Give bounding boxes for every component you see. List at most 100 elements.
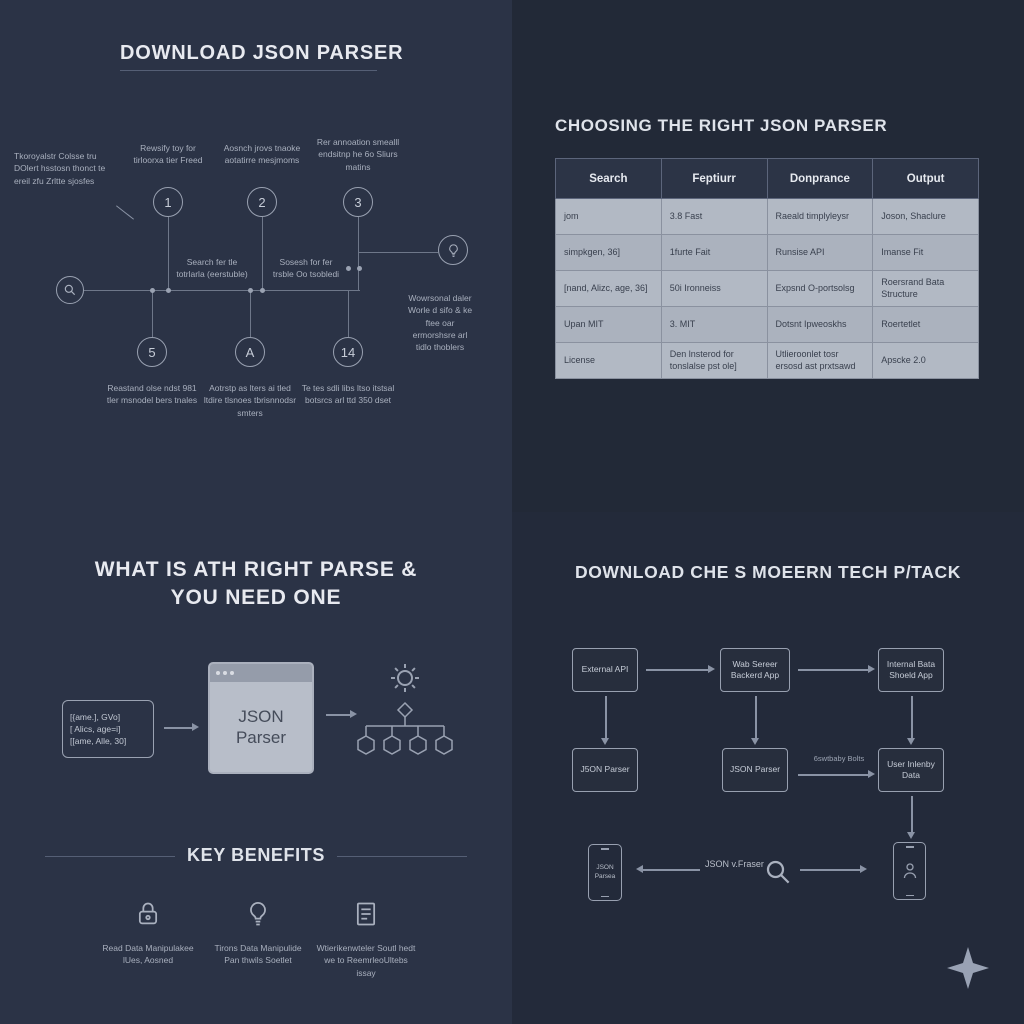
divider-line	[45, 856, 175, 857]
junction-dot	[260, 288, 265, 293]
connector-line	[358, 252, 438, 253]
gear-icon	[385, 658, 425, 703]
json-line: [{ame.], GVo]	[70, 712, 121, 722]
phone-icon: JSON Parsea	[588, 844, 622, 901]
phone-screen-label: JSON Parsea	[594, 864, 616, 880]
step-circle-a: A	[235, 337, 265, 367]
arrow-head	[708, 665, 715, 673]
phone-home-button	[601, 895, 609, 897]
arrow-head	[907, 738, 915, 745]
benefit-label: Wtierikenwteler Soutl hedt we to Reemrle…	[316, 943, 416, 978]
step-label: Rewsify toy for tirloorxa tier Freed	[133, 143, 203, 166]
search-icon	[63, 283, 77, 297]
magnifier-icon	[763, 857, 793, 892]
arrow-head	[868, 770, 875, 778]
connector-line	[168, 217, 169, 290]
arrow-line	[642, 869, 700, 871]
junction-dot	[166, 288, 171, 293]
lightbulb-icon	[446, 243, 461, 258]
table-row: simpkgen, 36] 1furte Fait Runsise API Im…	[555, 234, 979, 271]
table-cell: Joson, Shaclure	[872, 198, 979, 235]
search-step-label: JSON v.Fraser	[705, 859, 764, 869]
junction-dot	[150, 288, 155, 293]
arrow-line	[605, 696, 607, 738]
window-dot-icon	[216, 671, 220, 675]
arrow-head	[636, 865, 643, 873]
table-row: License Den lnsterod for tonslalse pst o…	[555, 342, 979, 379]
mid-label: Search fer tle totrlarla (eerstuble)	[176, 257, 248, 280]
arrow-head	[350, 710, 357, 718]
table-header-row: Search Feptiurr Donprance Output	[555, 158, 979, 199]
table-row: Upan MIT 3. MIT Dotsnt Ipweoskhs Roertet…	[555, 306, 979, 343]
table-cell: Roertetlet	[872, 306, 979, 343]
mid-label: Sosesh for fer trsble Oo tsobledi	[272, 257, 340, 280]
lock-icon	[134, 900, 162, 933]
step-label: Te tes sdli libs ltso itstsal botsrcs ar…	[301, 383, 395, 406]
step-circle-1: 1	[153, 187, 183, 217]
arrow-head	[907, 832, 915, 839]
timeline-left-note: Tkoroyalstr Colsse tru DOlert hsstosn th…	[14, 151, 106, 186]
table-cell: [nand, Alizc, age, 36]	[555, 270, 662, 307]
window-titlebar	[210, 664, 312, 682]
q1-title: DOWNLOAD JSON PARSER	[120, 42, 404, 64]
table-cell: Upan MIT	[555, 306, 662, 343]
table-cell: simpkgen, 36]	[555, 234, 662, 271]
table-cell: Dotsnt Ipweoskhs	[766, 306, 874, 343]
section-tech-stack: DOWNLOAD CHE S MOEERN TECH P/TACK Extern…	[512, 512, 1024, 1024]
q4-title: DOWNLOAD CHE S MOEERN TECH P/TACK	[574, 562, 961, 582]
junction-dot	[357, 266, 362, 271]
table-cell: jom	[555, 198, 662, 235]
node-json-parser-1: J5ON Parser	[572, 748, 638, 792]
browser-window: JSON Parser	[208, 662, 314, 774]
arrow-line	[798, 669, 868, 671]
benefit-label: Tirons Data Manipulide Pan thwils Soetle…	[214, 943, 302, 966]
lightbulb-icon	[244, 900, 272, 933]
arrow-head	[192, 723, 199, 731]
document-icon	[352, 900, 380, 933]
table-cell: Den lnsterod for tonslalse pst ole]	[660, 342, 768, 379]
window-dot-icon	[230, 671, 234, 675]
table-cell: Apscke 2.0	[872, 342, 979, 379]
section-download-json-parser: DOWNLOAD JSON PARSER Tkoroyalstr Colsse …	[0, 0, 512, 512]
table-cell: License	[555, 342, 662, 379]
step-circle-3: 3	[343, 187, 373, 217]
arrow-line	[800, 869, 860, 871]
table-cell: 1furte Fait	[660, 234, 768, 271]
table-cell: 3.8 Fast	[660, 198, 768, 235]
table-row: jom 3.8 Fast Raeald timplyleysr Joson, S…	[555, 198, 979, 235]
step-label: Rer annoation smealll endsitnp he 6o Sli…	[316, 137, 400, 172]
phone-speaker	[905, 846, 914, 848]
arrow-line	[646, 669, 708, 671]
q2-title: CHOOSING THE RIGHT JSON PARSER	[555, 116, 888, 135]
node-external-api: External API	[572, 648, 638, 692]
phone-home-button	[905, 894, 914, 896]
q3-title-line1: WHAT IS ATH RIGHT PARSE &	[94, 558, 418, 581]
table-cell: Runsise API	[766, 234, 874, 271]
step-label: Aotrstp as lters ai tled ltdire tlsnoes …	[203, 383, 297, 418]
phone-icon	[893, 842, 926, 900]
arrow-label: 6swtbaby Bolts	[813, 754, 865, 763]
benefit-label: Read Data Manipulakee lUes, Aosned	[102, 943, 194, 966]
json-line: [ Alics, age=i]	[70, 724, 121, 734]
parser-window-label: JSON Parser	[235, 706, 287, 747]
title-underline	[120, 70, 377, 71]
json-data-block: [{ame.], GVo] [ Alics, age=i] [[ame, All…	[62, 700, 154, 758]
step-label: Reastand olse ndst 981 tler msnodel bers…	[106, 383, 198, 406]
arrow-line	[755, 696, 757, 738]
table-cell: 50i Ironneiss	[660, 270, 768, 307]
connector-line	[152, 290, 153, 337]
arrow-line	[164, 727, 192, 729]
node-internal-data: Internal Bata Shoeld App	[878, 648, 944, 692]
connector-line	[262, 217, 263, 290]
timeline-right-note: Wowrsonal daler Worle d sifo & ke ftee o…	[407, 293, 473, 353]
search-circle	[56, 276, 84, 304]
divider-line	[337, 856, 467, 857]
q3-title-line2: YOU NEED ONE	[170, 586, 342, 609]
table-header-cell: Search	[555, 158, 662, 199]
connector-line	[358, 217, 359, 290]
node-json-parser-2: JSON Parser	[722, 748, 788, 792]
step-circle-5: 5	[137, 337, 167, 367]
connector-line	[250, 290, 251, 337]
arrow-line	[911, 796, 913, 832]
